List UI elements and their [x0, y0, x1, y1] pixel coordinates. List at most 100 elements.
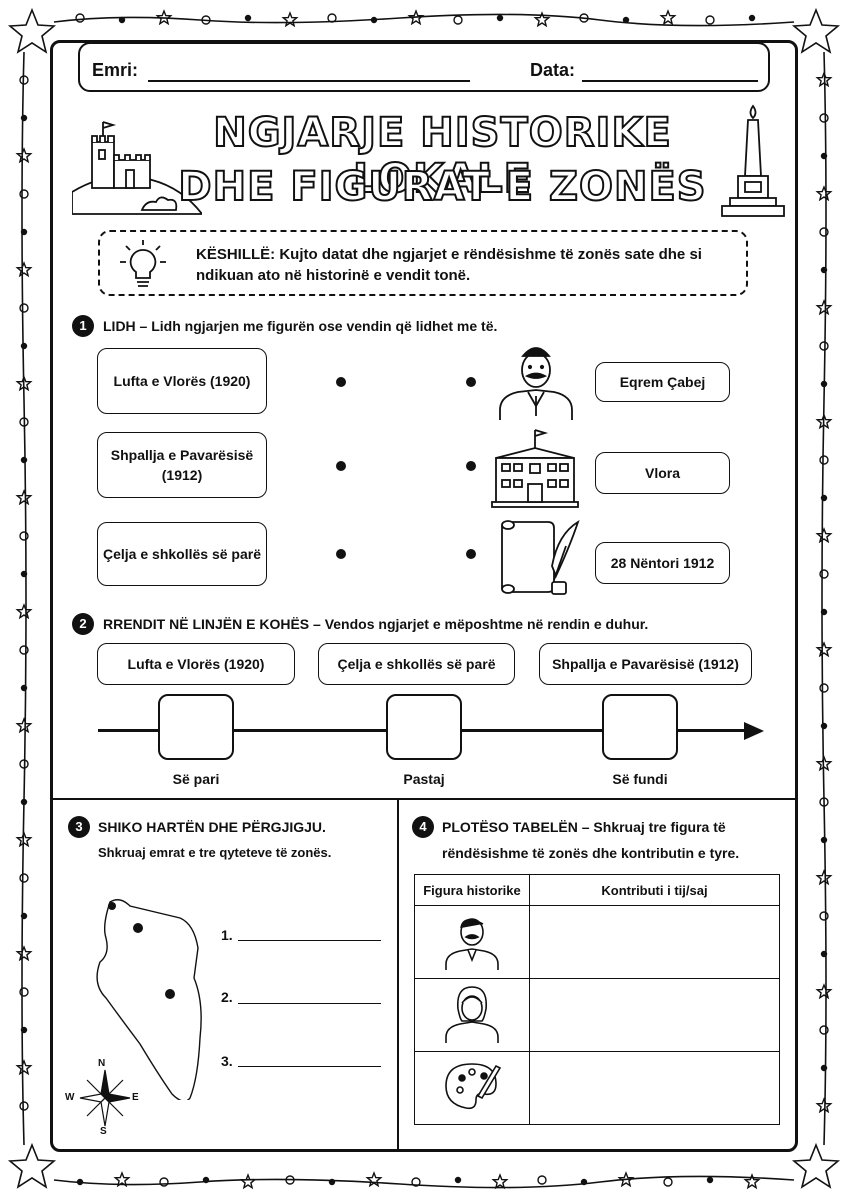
section-4-title: PLOTËSO TABELËN – Shkruaj tre figura të — [442, 819, 726, 835]
border-bead — [159, 1177, 169, 1187]
border-bead — [15, 147, 33, 164]
scroll-quill-icon — [501, 519, 580, 595]
region-map — [96, 899, 202, 1100]
border-bead — [118, 16, 126, 24]
section-divider — [50, 798, 798, 800]
match-right-item: Eqrem Çabej — [595, 362, 730, 402]
timeline-event-card[interactable]: Lufta e Vlorës (1920) — [97, 643, 295, 685]
border-bead — [201, 15, 211, 25]
border-bead — [705, 15, 715, 25]
match-dot-left[interactable] — [336, 377, 346, 387]
timeline-event-card[interactable]: Çelja e shkollës së parë — [318, 643, 515, 685]
timeline-slot[interactable] — [158, 694, 234, 760]
answer-line[interactable] — [238, 940, 381, 941]
match-right-item: Vlora — [595, 452, 730, 494]
answer-line[interactable] — [238, 1066, 381, 1067]
border-bead — [19, 759, 29, 769]
timeline-event-card[interactable]: Shpallja e Pavarësisë (1912) — [539, 643, 752, 685]
border-bead — [819, 1025, 829, 1035]
border-bead — [15, 375, 33, 392]
timeline-label-first: Së pari — [172, 771, 220, 787]
section-1-number: 1 — [72, 315, 94, 337]
border-bead — [815, 1097, 833, 1114]
timeline-slot[interactable] — [602, 694, 678, 760]
border-bead — [580, 1178, 588, 1186]
border-bead — [454, 1176, 462, 1184]
timeline-arrow-icon — [744, 722, 764, 740]
timeline-slot[interactable] — [386, 694, 462, 760]
border-bead — [20, 798, 28, 806]
border-bead — [155, 9, 173, 26]
border-bead — [15, 717, 33, 734]
section-2-title: RRENDIT NË LINJËN E KOHËS – Vendos ngjar… — [103, 616, 649, 632]
match-dot-right[interactable] — [466, 461, 476, 471]
table-header: Kontributi i tij/saj — [529, 874, 780, 906]
match-dot-right[interactable] — [466, 377, 476, 387]
border-bead — [15, 831, 33, 848]
castle-icon — [72, 121, 202, 215]
name-label: Emri: — [92, 60, 139, 80]
match-right-item: 28 Nëntori 1912 — [595, 542, 730, 584]
border-bead — [820, 1064, 828, 1072]
border-bead — [20, 456, 28, 464]
city-marker — [133, 923, 143, 933]
border-bead — [617, 1171, 635, 1188]
worksheet-title-line2: DHE FIGURAT E ZONËS — [177, 163, 707, 211]
border-bead — [19, 531, 29, 541]
border-bead — [19, 417, 29, 427]
border-bead — [819, 911, 829, 921]
date-label: Data: — [530, 60, 576, 80]
border-bead — [537, 1175, 547, 1185]
name-field[interactable] — [148, 80, 470, 82]
border-bead — [815, 641, 833, 658]
match-left-item: Çelja e shkollës së parë — [97, 522, 267, 586]
border-bead — [411, 1177, 421, 1187]
border-bead — [76, 1178, 84, 1186]
border-bead — [820, 950, 828, 958]
border-bead — [113, 1171, 131, 1188]
border-bead — [815, 413, 833, 430]
contribution-cell[interactable] — [529, 905, 780, 979]
answer-line[interactable] — [238, 1003, 381, 1004]
border-bead — [819, 455, 829, 465]
border-bead — [815, 527, 833, 544]
border-bead — [19, 303, 29, 313]
border-bead — [19, 75, 29, 85]
tip-text: KËSHILLË: Kujto datat dhe ngjarjet e rën… — [196, 244, 716, 286]
border-bead — [20, 1026, 28, 1034]
contribution-cell[interactable] — [529, 978, 780, 1052]
border-bead — [285, 1175, 295, 1185]
column-divider — [397, 798, 399, 1152]
border-bead — [819, 797, 829, 807]
match-left-item: Lufta e Vlorës (1920) — [97, 348, 267, 414]
border-bead — [15, 489, 33, 506]
border-bead — [75, 13, 85, 23]
compass-s: S — [100, 1126, 107, 1137]
match-dot-left[interactable] — [336, 549, 346, 559]
border-bead — [820, 722, 828, 730]
section-3-number: 3 — [68, 816, 90, 838]
border-bead — [659, 9, 677, 26]
match-dot-right[interactable] — [466, 549, 476, 559]
table-row — [414, 1051, 780, 1125]
tip-box: KËSHILLË: Kujto datat dhe ngjarjet e rën… — [98, 230, 748, 296]
border-bead — [327, 13, 337, 23]
corner-star-icon — [791, 7, 841, 54]
monument-icon — [721, 104, 785, 217]
border-bead — [202, 1176, 210, 1184]
border-bead — [19, 873, 29, 883]
contribution-cell[interactable] — [529, 1051, 780, 1125]
corner-star-icon — [7, 7, 57, 54]
date-field[interactable] — [582, 80, 758, 82]
border-bead — [20, 570, 28, 578]
section-3-subtitle: Shkruaj emrat e tre qyteteve të zonës. — [98, 845, 332, 860]
border-bead — [15, 261, 33, 278]
border-bead — [815, 299, 833, 316]
match-dot-left[interactable] — [336, 461, 346, 471]
border-bead — [819, 569, 829, 579]
border-bead — [743, 1173, 761, 1190]
border-bead — [370, 16, 378, 24]
worksheet-frame — [50, 40, 798, 1152]
section-4-title-cont: rëndësishme të zonës dhe kontributin e t… — [442, 845, 740, 861]
